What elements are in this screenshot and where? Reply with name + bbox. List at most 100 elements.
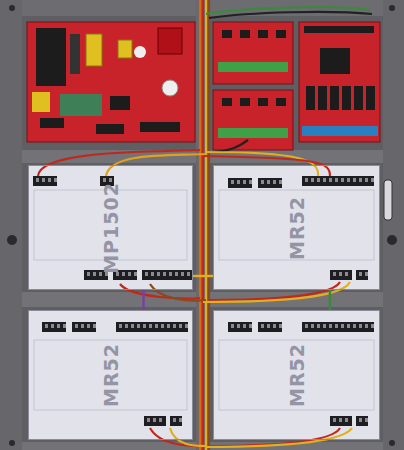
relay-board [306,86,315,110]
backplate [9,5,15,11]
power-supply-board [86,34,102,66]
terminal-block [147,418,150,422]
terminal-block [341,178,344,182]
bus-wire [193,275,213,277]
power-supply-board [60,94,102,116]
terminal-block [371,178,374,182]
controller-board: MR52 [213,310,380,440]
controller-board: MR52 [213,165,380,290]
terminal-block [365,418,368,422]
terminal-block [359,178,362,182]
terminal-block [161,324,164,328]
wire-bundle [209,12,372,18]
relay-board [304,26,374,33]
relay-board [318,86,327,110]
backplate [389,5,395,11]
bus-wire [142,290,144,310]
board-model-label: MR52 [285,343,307,407]
terminal-block [159,418,162,422]
power-supply-board [140,122,180,132]
power-supply-board [158,28,182,54]
terminal-block [339,418,342,422]
input-board [213,90,293,150]
power-supply-board [118,40,132,58]
terminal-block [93,272,96,276]
terminal-block [359,272,362,276]
terminal-block [175,272,178,276]
terminal-block [33,176,57,186]
terminal-block [365,272,368,276]
terminal-block [151,272,154,276]
bus-wire [329,290,331,310]
wire-bundle [209,140,248,152]
terminal-block [42,322,66,332]
terminal-block [134,272,137,276]
terminal-block [345,272,348,276]
controller-board [213,310,380,440]
input-board [276,30,286,38]
input-board [218,62,288,72]
terminal-block [317,178,320,182]
backplate [0,0,22,450]
backplate [389,440,395,446]
terminal-block [125,324,128,328]
controller-board: MR52 [28,310,193,440]
wire-bundle [205,0,207,450]
controller-board [213,165,380,290]
terminal-block [353,324,356,328]
terminal-block [258,178,282,188]
terminal-block [87,272,90,276]
terminal-block [149,324,152,328]
terminal-block [273,324,276,328]
wire-bundle [203,282,350,302]
terminal-block [228,322,252,332]
terminal-block [173,324,176,328]
terminal-block [267,324,270,328]
terminal-block [305,178,308,182]
terminal-block [365,178,368,182]
power-supply-board [96,124,124,134]
relay-board [299,22,380,142]
relay-board [330,86,339,110]
terminal-block [330,416,352,426]
relay-board [302,126,378,136]
terminal-block [144,416,166,426]
controller-board [219,340,374,410]
backplate [383,0,404,450]
wire-bundle [150,428,203,446]
backplate [7,235,17,245]
board-model-label: MP1502 [100,182,122,274]
terminal-block [143,324,146,328]
terminal-block [48,178,51,182]
terminal-block [119,324,122,328]
input-board [240,30,250,38]
wire-bundle [209,428,340,446]
terminal-block [54,178,57,182]
terminal-block [237,180,240,184]
terminal-block [173,418,176,422]
terminal-block [81,324,84,328]
terminal-block [353,178,356,182]
controller-board [34,340,187,410]
input-board [258,30,268,38]
power-supply-board [36,28,66,86]
terminal-block [231,324,234,328]
terminal-block [122,272,125,276]
terminal-block [157,272,160,276]
terminal-block [335,324,338,328]
terminal-block [347,178,350,182]
terminal-block [51,324,54,328]
terminal-block [279,324,282,328]
controller-board [219,190,374,260]
power-supply-board [40,118,64,128]
relay-board [299,22,380,142]
terminal-block [258,322,282,332]
terminal-block [305,324,308,328]
terminal-block [63,324,66,328]
terminal-block [137,324,140,328]
